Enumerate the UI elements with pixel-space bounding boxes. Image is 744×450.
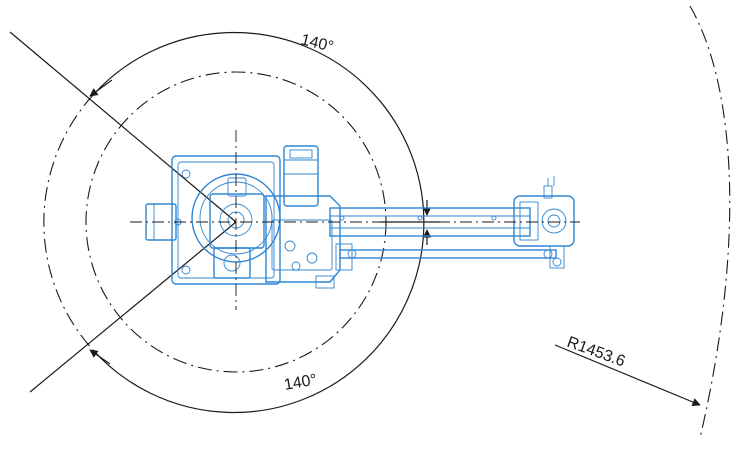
outer-reach-arc bbox=[689, 5, 731, 439]
angle-label-top: 140° bbox=[299, 31, 335, 56]
arm-motor-group bbox=[283, 145, 319, 207]
sweep-arc-outer bbox=[92, 31, 425, 414]
arm-housing bbox=[265, 195, 341, 283]
robot-base-motor bbox=[213, 247, 251, 279]
wrist-housing bbox=[513, 195, 575, 247]
radius-label: R1453.6 bbox=[565, 334, 628, 371]
angle-label-bottom: 140° bbox=[283, 371, 319, 393]
angle-limit-line-bottom bbox=[29, 221, 237, 393]
radius-leader-line bbox=[554, 344, 701, 406]
arm-beam-group bbox=[329, 207, 557, 271]
sweep-arc-outer-dash bbox=[43, 94, 94, 351]
wrist-group bbox=[513, 176, 575, 269]
arm-lower-rod bbox=[339, 249, 557, 259]
angle-limit-line-top bbox=[9, 31, 237, 223]
angle-arrow-bottom bbox=[89, 349, 111, 365]
arm-motor bbox=[283, 145, 319, 207]
angle-arrow-top bbox=[89, 79, 113, 97]
arm-housing-group bbox=[265, 195, 341, 289]
robot-base-group bbox=[145, 155, 281, 285]
